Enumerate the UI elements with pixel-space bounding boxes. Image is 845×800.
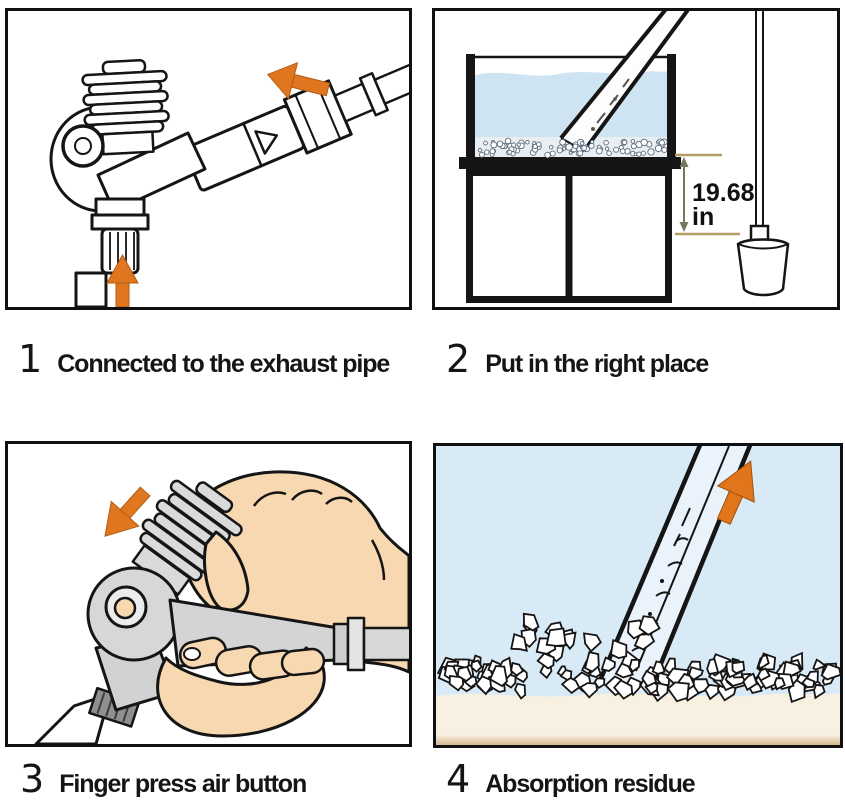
step-label: Connected to the exhaust pipe [57,350,390,378]
fingernail [183,647,201,661]
step-number: 2 [446,337,471,381]
step-number: 1 [18,337,43,381]
figure-step-2: 19.68 in [432,8,840,310]
exhaust-pipe [74,271,108,307]
thumb [203,530,250,612]
insert-up-arrow-icon [106,253,139,307]
gravel-cleaning-illustration [436,446,840,745]
step-number: 3 [20,757,45,800]
pump-connection-illustration [49,49,409,307]
figure-step-1 [5,8,412,310]
siphon-tube [559,11,690,153]
pull-left-arrow-icon [266,61,331,100]
bucket [736,238,790,297]
drain-hose [749,11,770,244]
pump-bellows [81,58,170,156]
figure-step-4 [433,443,843,748]
cabinet-stand [466,169,672,303]
fingertip [113,596,137,620]
step-2-caption: 2 Put in the right place [446,337,709,381]
hand-pressing-illustration [34,470,409,744]
tank-placement-illustration: 19.68 in [459,11,790,303]
step-label: Put in the right place [485,350,709,378]
step-4-caption: 4 Absorption residue [446,757,696,800]
step-1-caption: 1 Connected to the exhaust pipe [18,337,390,381]
step-number: 4 [446,757,471,800]
step-3-caption: 3 Finger press air button [20,757,307,800]
height-unit-text: in [692,203,714,231]
gravel-speckles [477,137,668,159]
figure-step-3 [5,441,412,747]
exhaust-hose [183,49,409,192]
sand-bed [436,693,840,745]
hose-connector [332,616,409,672]
air-pump [49,58,207,275]
step-label: Finger press air button [59,770,307,798]
step-label: Absorption residue [485,770,695,798]
height-value-text: 19.68 [692,179,755,207]
suction-up-arrow-icon [716,460,755,525]
press-down-arrow-icon [104,486,151,537]
height-measurement: 19.68 in [675,153,755,236]
gravel-pebbles [436,612,840,703]
pump-nozzle [90,197,150,275]
left-hand [156,636,326,738]
